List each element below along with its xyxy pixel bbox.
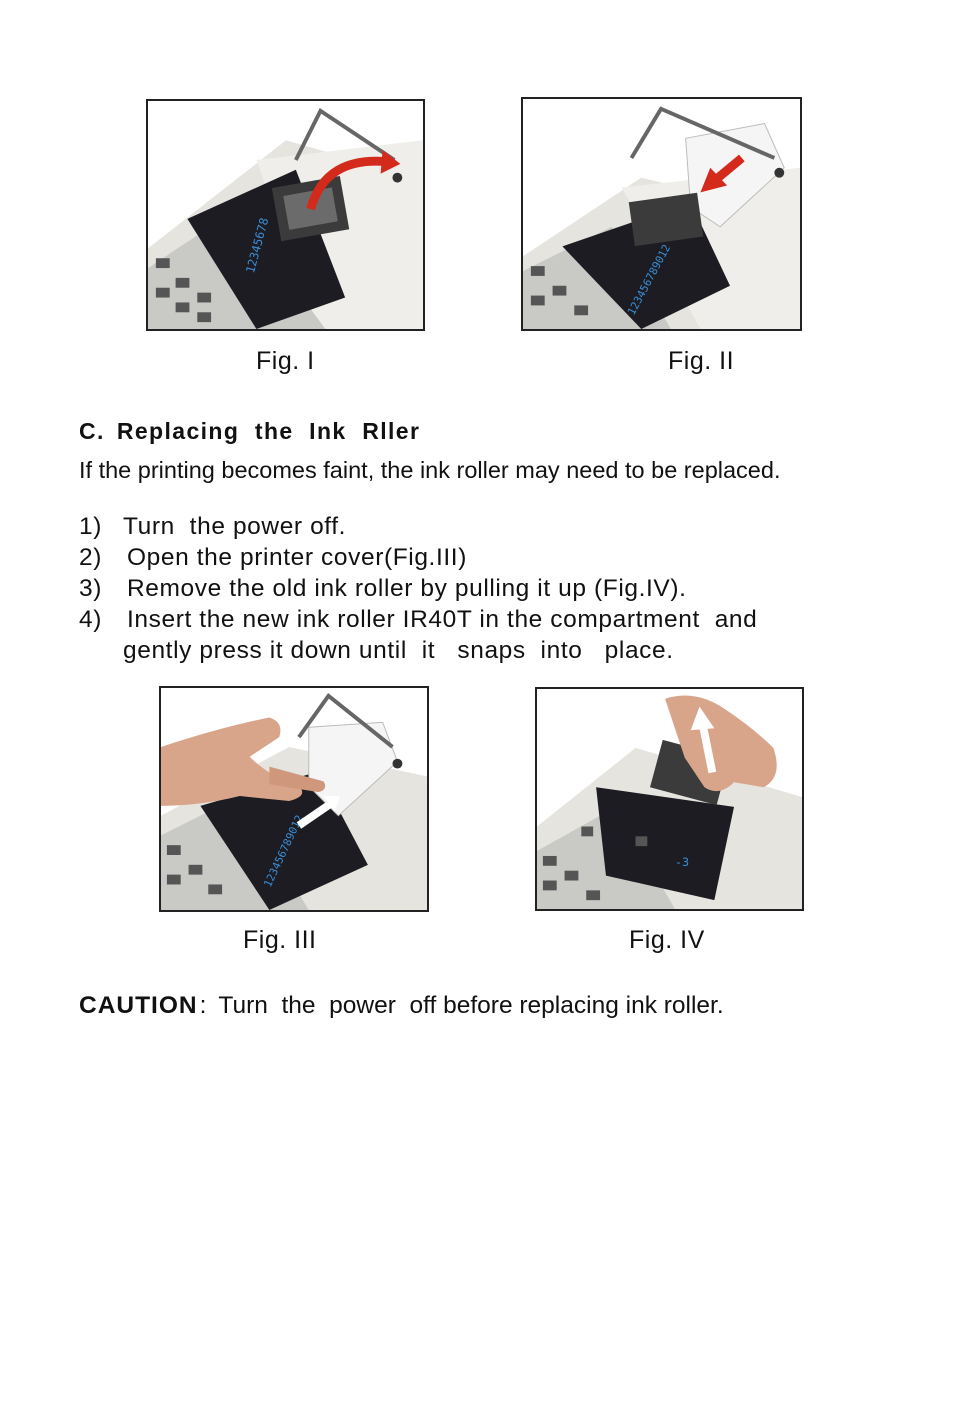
step-text: Remove the old ink roller by pulling it … <box>127 575 687 602</box>
step-text: Turn the power off. <box>123 513 347 540</box>
step-4-continuation: gently press it down until it snaps into… <box>123 637 674 664</box>
caution-note: CAUTION: Turn the power off before replac… <box>79 992 724 1020</box>
figure-4-image: -3 <box>535 687 804 911</box>
caution-text: Turn the power off before replacing ink … <box>218 992 724 1019</box>
step-text: Insert the new ink roller IR40T in the c… <box>127 606 758 633</box>
section-intro: If the printing becomes faint, the ink r… <box>79 457 781 483</box>
figure-2-image: 123456789012 <box>521 97 802 331</box>
figure-4-caption: Fig. IV <box>629 926 705 954</box>
step-number: 2) <box>79 544 102 571</box>
step-number: 3) <box>79 575 102 602</box>
step-4: 4) Insert the new ink roller IR40T in the… <box>79 606 757 634</box>
figure-1-image: 12345678 <box>146 99 425 331</box>
step-1: 1) Turn the power off. <box>79 513 346 541</box>
section-separator: . <box>97 418 105 444</box>
step-number: 4) <box>79 606 102 633</box>
caution-separator: : <box>199 992 207 1019</box>
section-title: Replacing the Ink Rller <box>116 418 421 444</box>
section-heading: C. Replacing the Ink Rller <box>79 418 420 445</box>
step-3: 3) Remove the old ink roller by pulling i… <box>79 575 687 603</box>
figure-1-caption: Fig. I <box>256 347 315 375</box>
display-readout: -3 <box>675 855 689 869</box>
caution-label: CAUTION <box>79 992 198 1019</box>
step-text: Open the printer cover(Fig.III) <box>127 544 467 571</box>
step-2: 2) Open the printer cover(Fig.III) <box>79 544 467 572</box>
figure-2-caption: Fig. II <box>668 347 735 375</box>
figure-3-caption: Fig. III <box>243 926 317 954</box>
section-letter: C <box>79 418 98 444</box>
figure-3-image: 123456789012 <box>159 686 429 912</box>
step-number: 1) <box>79 513 102 540</box>
